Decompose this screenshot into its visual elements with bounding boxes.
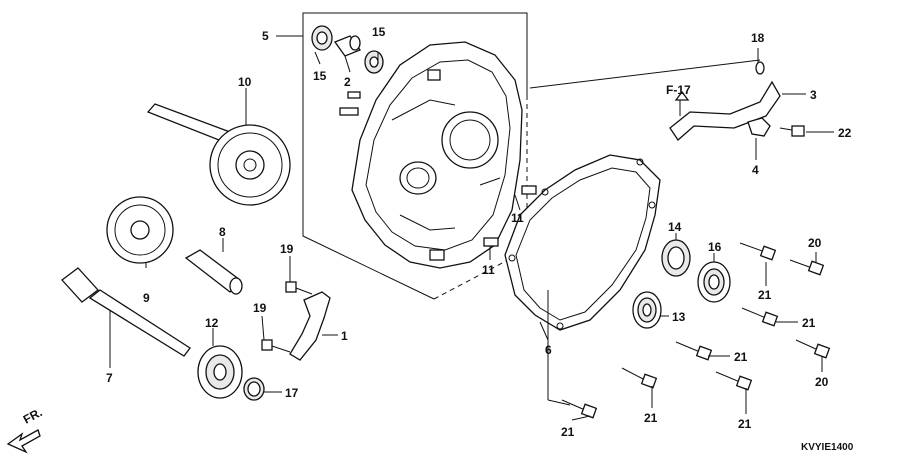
oil-seal-14 (661, 239, 691, 277)
bolt-21-b (741, 307, 779, 327)
drive-shaft-7 (61, 267, 191, 357)
callout-5: 5 (262, 29, 269, 43)
callout-3: 3 (810, 88, 817, 102)
oil-seal-15-right (364, 50, 384, 74)
bolt-19-upper (285, 281, 313, 295)
bracket-1 (289, 291, 331, 361)
callout-11-upper: 11 (511, 211, 524, 225)
bolt-21-d (621, 367, 658, 389)
callout-9: 9 (143, 291, 150, 305)
bolt-21-f (561, 399, 598, 419)
callouts: 5 15 2 15 10 8 9 7 12 17 1 19 19 11 11 6… (106, 25, 854, 453)
callout-4: 4 (752, 163, 759, 177)
bearing-12 (197, 345, 243, 399)
callout-1: 1 (341, 329, 348, 343)
bolt-21-e (715, 371, 753, 391)
callout-12: 12 (205, 316, 219, 330)
oil-seal-15-left (311, 25, 333, 51)
callout-21-d: 21 (644, 411, 658, 425)
callout-21-b: 21 (802, 316, 816, 330)
tube-clamp (747, 117, 771, 137)
callout-15-left: 15 (313, 69, 327, 83)
callout-21-a: 21 (758, 288, 772, 302)
final-shaft-gear-10 (146, 103, 291, 206)
callout-19-lower: 19 (253, 301, 267, 315)
reference-label: F-17 (666, 83, 691, 97)
leader-lines (109, 48, 834, 421)
bearing-13 (632, 291, 662, 329)
front-direction-arrow-icon (6, 429, 41, 454)
reference-arrow-icon (674, 90, 690, 101)
bolt-20-a (789, 259, 825, 276)
bolt-21-a (739, 242, 777, 261)
front-marker: FR. (21, 405, 45, 426)
snap-ring-17 (243, 377, 265, 401)
bolt-20-b (795, 339, 831, 359)
callout-17: 17 (285, 386, 299, 400)
callout-10: 10 (238, 75, 252, 89)
callout-13: 13 (672, 310, 686, 324)
callout-18: 18 (751, 31, 765, 45)
bolt-22 (779, 125, 805, 137)
countershaft-gear-9 (106, 196, 174, 264)
callout-16: 16 (708, 240, 722, 254)
callout-19-upper: 19 (280, 242, 294, 256)
callout-14: 14 (668, 220, 682, 234)
bearing-16 (697, 261, 731, 303)
callout-21-c: 21 (734, 350, 748, 364)
callout-20-b: 20 (815, 375, 829, 389)
breather-tube (669, 61, 781, 141)
diagram-code: KVYIE1400 (801, 442, 854, 453)
callout-15-right: 15 (372, 25, 386, 39)
bolt-19-lower (261, 339, 291, 353)
bolt-21-c (675, 341, 713, 361)
callout-2: 2 (344, 75, 351, 89)
case-gasket (504, 154, 661, 331)
callout-8: 8 (219, 225, 226, 239)
countershaft-8 (184, 249, 243, 295)
callout-11-lower: 11 (482, 263, 495, 277)
dowel-pin-11-upper (521, 185, 537, 195)
collar-2 (333, 35, 362, 57)
dowel-pin-11-lower (483, 237, 499, 247)
callout-22: 22 (838, 126, 852, 140)
callout-21-e: 21 (738, 417, 752, 431)
callout-21-f: 21 (561, 425, 575, 439)
callout-7: 7 (106, 371, 113, 385)
transmission-case (339, 41, 523, 269)
callout-20-a: 20 (808, 236, 822, 250)
callout-6: 6 (545, 343, 552, 357)
